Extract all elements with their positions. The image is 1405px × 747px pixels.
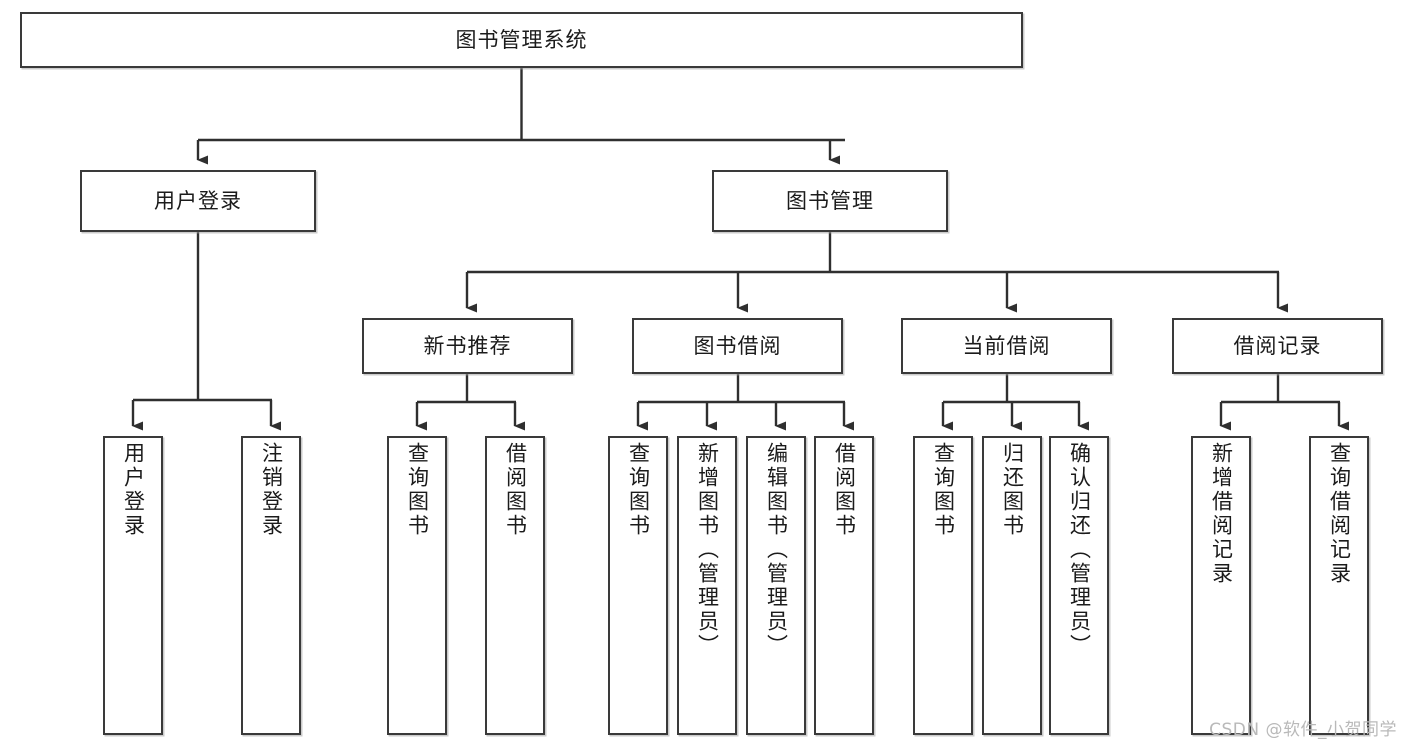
node-leaf-logout[interactable]: 注销登录 <box>241 436 301 735</box>
node-leaf-query-book-borrow-label: 查询图书 <box>626 442 651 538</box>
node-leaf-query-book-new[interactable]: 查询图书 <box>387 436 447 735</box>
node-leaf-add-book-admin-label: 新增图书（管理员） <box>695 442 720 658</box>
node-leaf-query-borrow-record[interactable]: 查询借阅记录 <box>1309 436 1369 735</box>
node-leaf-edit-book-admin[interactable]: 编辑图书（管理员） <box>746 436 806 735</box>
node-user-login[interactable]: 用户登录 <box>80 170 316 232</box>
node-leaf-query-book-current-label: 查询图书 <box>931 442 956 538</box>
node-leaf-add-borrow-record-label: 新增借阅记录 <box>1209 442 1234 586</box>
node-leaf-query-book-borrow[interactable]: 查询图书 <box>608 436 668 735</box>
node-current-borrow-label: 当前借阅 <box>962 333 1051 358</box>
node-borrow-record-label: 借阅记录 <box>1233 333 1322 358</box>
node-leaf-borrow-book-label: 借阅图书 <box>832 442 857 538</box>
node-leaf-add-borrow-record[interactable]: 新增借阅记录 <box>1191 436 1251 735</box>
node-leaf-borrow-book-new[interactable]: 借阅图书 <box>485 436 545 735</box>
node-leaf-confirm-return-admin-label: 确认归还（管理员） <box>1067 442 1092 658</box>
node-leaf-query-book-new-label: 查询图书 <box>405 442 430 538</box>
node-leaf-confirm-return-admin[interactable]: 确认归还（管理员） <box>1049 436 1109 735</box>
node-user-login-label: 用户登录 <box>154 188 242 213</box>
node-root-book-management-system[interactable]: 图书管理系统 <box>20 12 1023 68</box>
node-current-borrow[interactable]: 当前借阅 <box>901 318 1112 374</box>
node-book-borrow[interactable]: 图书借阅 <box>632 318 843 374</box>
node-book-management-label: 图书管理 <box>786 188 874 213</box>
node-leaf-return-book[interactable]: 归还图书 <box>982 436 1042 735</box>
node-book-management[interactable]: 图书管理 <box>712 170 948 232</box>
node-borrow-record[interactable]: 借阅记录 <box>1172 318 1383 374</box>
node-leaf-query-borrow-record-label: 查询借阅记录 <box>1327 442 1352 586</box>
node-new-book-recommend-label: 新书推荐 <box>423 333 512 358</box>
node-leaf-query-book-current[interactable]: 查询图书 <box>913 436 973 735</box>
node-leaf-add-book-admin[interactable]: 新增图书（管理员） <box>677 436 737 735</box>
node-new-book-recommend[interactable]: 新书推荐 <box>362 318 573 374</box>
node-leaf-user-login-label: 用户登录 <box>121 442 146 538</box>
node-leaf-edit-book-admin-label: 编辑图书（管理员） <box>764 442 789 658</box>
node-leaf-user-login[interactable]: 用户登录 <box>103 436 163 735</box>
node-leaf-logout-label: 注销登录 <box>259 442 284 538</box>
node-leaf-return-book-label: 归还图书 <box>1000 442 1025 538</box>
node-book-borrow-label: 图书借阅 <box>693 333 782 358</box>
node-leaf-borrow-book[interactable]: 借阅图书 <box>814 436 874 735</box>
node-root-label: 图书管理系统 <box>455 27 588 52</box>
node-leaf-borrow-book-new-label: 借阅图书 <box>503 442 528 538</box>
